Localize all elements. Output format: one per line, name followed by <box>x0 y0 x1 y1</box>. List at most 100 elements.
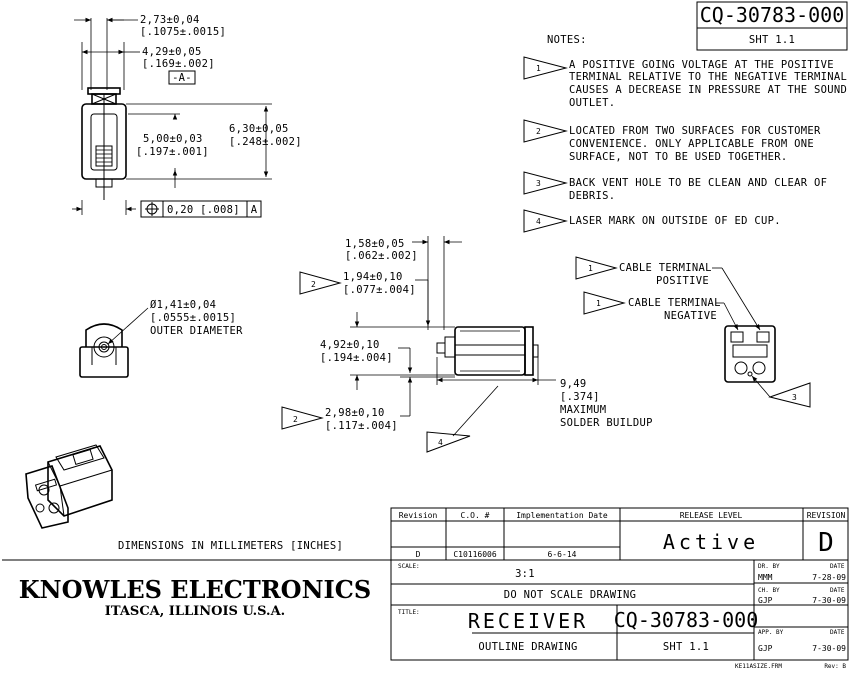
note-flag-icon <box>281 406 324 430</box>
release-level-value: Active <box>663 530 759 554</box>
dim-1-58-inch: [.062±.002] <box>345 250 418 262</box>
note-line: BACK VENT HOLE TO BE CLEAN AND CLEAR OF <box>569 177 827 189</box>
dim-2-98-inch: [.117±.004] <box>325 420 398 432</box>
approved-by: GJP <box>758 644 773 653</box>
dim-9-49-note: MAXIMUM <box>560 404 606 416</box>
note-1: 1 A POSITIVE GOING VOLTAGE AT THE POSITI… <box>523 56 847 109</box>
note-line: CAUSES A DECREASE IN PRESSURE AT THE SOU… <box>569 84 847 96</box>
notes-block: NOTES: 1 A POSITIVE GOING VOLTAGE AT THE… <box>523 34 847 233</box>
revision-label: REVISION <box>807 511 846 520</box>
note-line: LOCATED FROM TWO SURFACES FOR CUSTOMER <box>569 125 821 137</box>
dim-1-58: 1,58±0,05 <box>345 238 405 250</box>
positive-terminal-callout: 1 CABLE TERMINAL POSITIVE <box>575 256 761 331</box>
note-number: 3 <box>536 179 541 188</box>
note-line: CONVENIENCE. ONLY APPLICABLE FROM ONE <box>569 138 814 150</box>
negative-terminal-callout: 1 CABLE TERMINAL NEGATIVE <box>583 291 739 331</box>
title-label: TITLE: <box>398 609 420 616</box>
rev-header-co: C.O. # <box>461 511 490 520</box>
note-flag-number: 3 <box>792 393 797 402</box>
dim-4-29-inch: [.169±.002] <box>142 58 215 70</box>
note-flag-icon <box>768 382 811 408</box>
company-name: KNOWLES ELECTRONICS <box>19 575 371 604</box>
note-flag-icon <box>583 291 626 315</box>
note-number: 1 <box>536 64 541 73</box>
side-view: 1,58±0,05 [.062±.002] 2 1,94±0,10 [.077±… <box>281 236 653 453</box>
checked-date: 7-30-09 <box>812 596 846 605</box>
dim-9-49-inch: [.374] <box>560 391 600 403</box>
position-tolerance-datum: A <box>251 204 258 216</box>
dim-1-94: 1,94±0,10 <box>343 271 403 283</box>
approved-date: 7-30-09 <box>812 644 846 653</box>
units-note: DIMENSIONS IN MILLIMETERS [INCHES] <box>118 540 343 552</box>
title-drawing-number: CQ-30783-000 <box>614 608 759 632</box>
note-line: DEBRIS. <box>569 190 615 202</box>
dim-1-94-inch: [.077±.004] <box>343 284 416 296</box>
rev-header-date: Implementation Date <box>516 511 608 520</box>
dim-9-49-note2: SOLDER BUILDUP <box>560 417 653 429</box>
drawing-number-box: CQ-30783-000 SHT 1.1 <box>696 1 848 51</box>
note-4: 4 LASER MARK ON OUTSIDE OF ED CUP. <box>523 209 781 233</box>
drawn-date: 7-28-09 <box>812 573 846 582</box>
note-line: SURFACE, NOT TO BE USED TOGETHER. <box>569 151 788 163</box>
dim-9-49: 9,49 <box>560 378 587 390</box>
scale-value: 3:1 <box>515 568 535 580</box>
company-block: KNOWLES ELECTRONICS ITASCA, ILLINOIS U.S… <box>19 575 371 619</box>
note-3: 3 BACK VENT HOLE TO BE CLEAN AND CLEAR O… <box>523 171 827 202</box>
note-flag-icon <box>523 56 568 80</box>
rev-cell-co: C10116006 <box>453 550 497 559</box>
position-tolerance-frame: 0,20 [.008] A <box>140 200 262 218</box>
dim-6-30: 6,30±0,05 <box>229 123 289 135</box>
positive-terminal-sub: POSITIVE <box>656 275 709 287</box>
drawn-by: MMM <box>758 573 773 582</box>
scale-label: SCALE: <box>398 563 420 570</box>
dim-4-29: 4,29±0,05 <box>142 46 202 58</box>
revision-value: D <box>818 528 834 558</box>
outlet-view: Ø1,41±0,04 [.0555±.0015] OUTER DIAMETER <box>79 299 243 378</box>
dim-2-73-inch: [.1075±.0015] <box>140 26 226 38</box>
note-flag-icon <box>523 171 568 195</box>
date-label: DATE <box>830 587 845 594</box>
dim-1-41-note: OUTER DIAMETER <box>150 325 243 337</box>
approved-by-label: APP. BY <box>758 629 784 636</box>
drawing-number: CQ-30783-000 <box>700 3 845 27</box>
datum-label: -A- <box>172 72 192 84</box>
dim-5-00: 5,00±0,03 <box>143 133 203 145</box>
dim-2-98: 2,98±0,10 <box>325 407 385 419</box>
drawn-by-label: DR. BY <box>758 563 780 570</box>
rev-cell-date: 6-6-14 <box>548 550 577 559</box>
positive-terminal-label: CABLE TERMINAL <box>619 262 712 274</box>
note-flag-number: 2 <box>293 415 298 424</box>
note-flag-icon <box>299 271 342 295</box>
dim-6-30-inch: [.248±.002] <box>229 136 302 148</box>
title-block: Revision C.O. # Implementation Date D C1… <box>2 507 849 670</box>
note-flag-icon <box>523 119 568 143</box>
checked-by: GJP <box>758 596 773 605</box>
note-line: A POSITIVE GOING VOLTAGE AT THE POSITIVE <box>569 59 834 71</box>
sheet-number: SHT 1.1 <box>749 34 795 46</box>
template-file: KE11ASIZE.FRM <box>735 663 782 670</box>
checked-by-label: CH. BY <box>758 587 780 594</box>
isometric-view <box>25 444 113 529</box>
note-number: 2 <box>536 127 541 136</box>
company-location: ITASCA, ILLINOIS U.S.A. <box>105 604 285 619</box>
note-flag-number: 1 <box>596 299 601 308</box>
position-tolerance-value: 0,20 [.008] <box>167 204 240 216</box>
drawing-title: RECEIVER <box>468 609 588 633</box>
note-flag-icon <box>575 256 618 280</box>
rev-header-revision: Revision <box>399 511 438 520</box>
release-level-label: RELEASE LEVEL <box>680 511 743 520</box>
negative-terminal-sub: NEGATIVE <box>664 310 717 322</box>
note-flag-icon <box>523 209 568 233</box>
date-label: DATE <box>830 629 845 636</box>
negative-terminal-label: CABLE TERMINAL <box>628 297 721 309</box>
title-sheet-number: SHT 1.1 <box>663 641 709 653</box>
rev-cell-revision: D <box>416 550 421 559</box>
dim-4-92: 4,92±0,10 <box>320 339 380 351</box>
dim-1-41: Ø1,41±0,04 <box>150 299 216 311</box>
front-view: 2,73±0,04 [.1075±.0015] 4,29±0,05 [.169±… <box>72 14 302 218</box>
note-flag-number: 4 <box>438 438 443 447</box>
note-number: 4 <box>536 217 541 226</box>
datum-box <box>168 70 196 85</box>
